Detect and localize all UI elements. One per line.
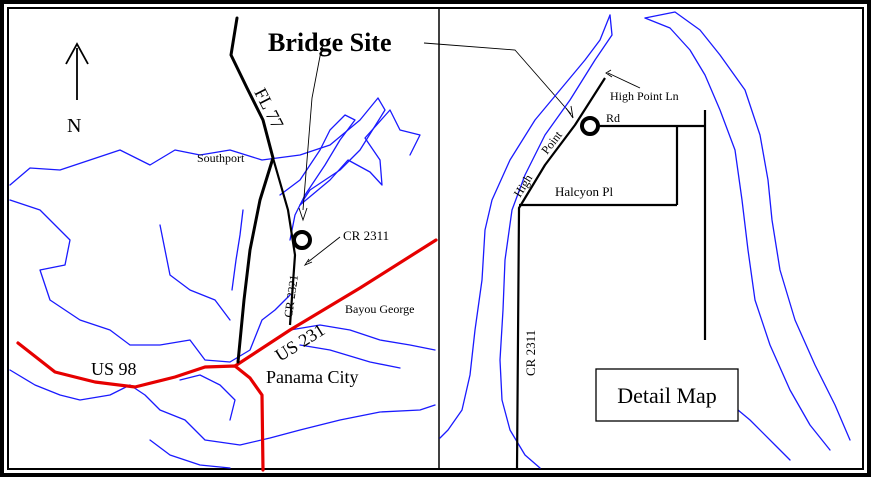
high-point-ln-pointer (607, 72, 641, 89)
waterway-channel (279, 114, 356, 241)
detail-channel-east-bank (644, 11, 851, 441)
us98-label: US 98 (91, 359, 137, 379)
cr2311-arrowhead (303, 258, 313, 267)
bridge-site-pointer (302, 50, 322, 211)
bridge-site-detail-pointer (423, 42, 572, 115)
north-arrow-icon (65, 42, 89, 100)
detail-bridge-site-marker (580, 116, 600, 136)
rd-label: Rd (606, 111, 620, 125)
cr2311-pointer (307, 236, 341, 263)
detail-channel-west-bank (644, 17, 831, 451)
waterway-north-bank (9, 97, 386, 206)
cr2321-label: CR 2321 (281, 274, 301, 319)
overview-waterways (9, 97, 436, 469)
bridge-site-marker (292, 230, 312, 250)
detail-map-panel: High Point Ln Rd Point High Halcyon Pl C… (439, 11, 851, 470)
bridge-site-arrowhead (298, 207, 308, 222)
detail-cr2311-label: CR 2311 (523, 330, 538, 376)
detail-river-west-bank (439, 14, 611, 439)
detail-pointer-arrowhead (565, 105, 574, 119)
high-point-ln-arrowhead (605, 69, 613, 78)
north-label: N (67, 115, 81, 137)
detail-map-title-box (595, 368, 739, 422)
cr2311-label: CR 2311 (343, 228, 389, 243)
cr2321-road (271, 157, 297, 326)
cr2311-high-point-road (515, 77, 606, 470)
us231-label: US 231 (272, 320, 329, 366)
waterway-creek-west (159, 224, 231, 321)
waterway-bayou (289, 324, 436, 351)
southport-label: Southport (197, 151, 245, 165)
map-inner-frame (7, 7, 864, 470)
high-point-ln-label: High Point Ln (610, 89, 679, 103)
waterway-east-inlet (299, 109, 421, 206)
overview-map-panel: N Bridge Site FL 77 Southport CR 2311 CR… (9, 16, 438, 472)
detail-roads (515, 77, 707, 470)
panama-city-label: Panama City (266, 367, 359, 387)
fl77-road (229, 16, 275, 364)
detail-map-title: Detail Map (617, 383, 717, 408)
halcyon-pl-label: Halcyon Pl (555, 184, 614, 199)
waterway-bay-south (149, 439, 231, 469)
detail-river-east-bank (499, 14, 613, 469)
us231-road (233, 238, 438, 368)
us98-road (16, 341, 265, 472)
waterway-bayou-south (299, 344, 401, 369)
waterway-creek (231, 209, 244, 291)
bayou-george-label: Bayou George (345, 302, 414, 316)
waterway-middle-bank (9, 199, 291, 363)
waterway-bay-shore (9, 369, 436, 446)
bridge-site-title: Bridge Site (268, 28, 392, 57)
waterway-bay-inlet (179, 374, 236, 421)
overview-highways (16, 238, 438, 472)
detail-waterways (439, 11, 851, 469)
